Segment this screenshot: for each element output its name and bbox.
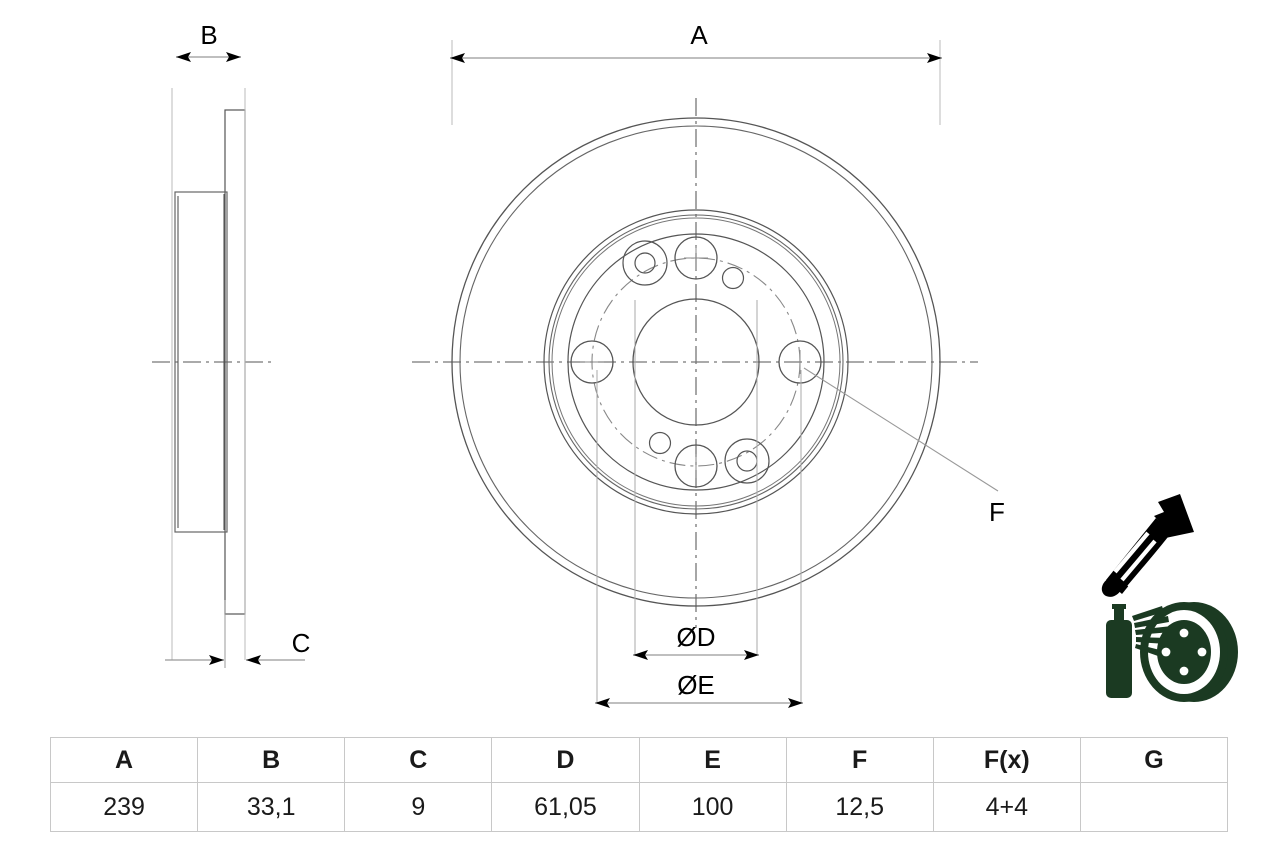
dimension-diameter-d: ØD	[633, 622, 759, 660]
table-header-a: A	[49, 737, 199, 783]
table-header-row: A B C D E F F(x) G	[49, 737, 1229, 783]
table-header-f: F	[785, 737, 934, 783]
table-value-row: 239 33,1 9 61,05 100 12,5 4+4	[49, 782, 1229, 832]
hole-center-marks	[580, 246, 801, 478]
dimension-d-label: ØD	[677, 622, 716, 652]
table-value-f: 12,5	[785, 782, 934, 832]
dimension-c: C	[165, 628, 311, 665]
small-through-holes	[648, 266, 745, 455]
friction-ring-inner-chamfer	[548, 214, 844, 510]
table-header-b: B	[197, 737, 346, 783]
side-view-hat-section	[174, 191, 228, 533]
table-value-c: 9	[344, 782, 493, 832]
specification-table: A B C D E F F(x) G 239 33,1 9 61,05 100 …	[49, 737, 1229, 832]
disc-outer-chamfer	[459, 125, 933, 599]
hat-outer-edge	[567, 233, 825, 491]
dimension-a-label: A	[690, 20, 708, 50]
dimension-f-leader: F	[803, 367, 1005, 527]
table-value-fx: 4+4	[932, 782, 1081, 832]
table-value-a: 239	[49, 782, 199, 832]
dimension-b-label: B	[200, 20, 217, 50]
table-header-fx: F(x)	[932, 737, 1081, 783]
side-section-view: B C	[152, 20, 310, 668]
dimension-b: B	[176, 20, 241, 62]
friction-ring-inner-edge	[543, 209, 849, 515]
disc-outer-edge	[451, 117, 941, 607]
table-value-d: 61,05	[491, 782, 640, 832]
diameter-projection-lines	[596, 300, 802, 703]
dimension-f-label: F	[989, 497, 1005, 527]
wheel-bolt-holes	[570, 236, 822, 488]
dimension-diameter-e: ØE	[595, 670, 803, 708]
front-face-view: A ØD ØE F	[412, 20, 1005, 708]
center-bore	[632, 298, 760, 426]
dimension-e-label: ØE	[677, 670, 715, 700]
table-header-e: E	[638, 737, 787, 783]
countersunk-screw-icon	[1101, 494, 1194, 597]
table-header-c: C	[344, 737, 493, 783]
table-header-d: D	[491, 737, 640, 783]
friction-ring-inner-chamfer-2	[551, 217, 841, 507]
table-value-b: 33,1	[197, 782, 346, 832]
table-header-g: G	[1079, 737, 1229, 783]
spray-can-hub-icon	[1106, 602, 1238, 702]
dimension-a: A	[450, 20, 942, 63]
table-value-e: 100	[638, 782, 787, 832]
table-value-g	[1079, 782, 1229, 832]
dimension-c-label: C	[292, 628, 311, 658]
